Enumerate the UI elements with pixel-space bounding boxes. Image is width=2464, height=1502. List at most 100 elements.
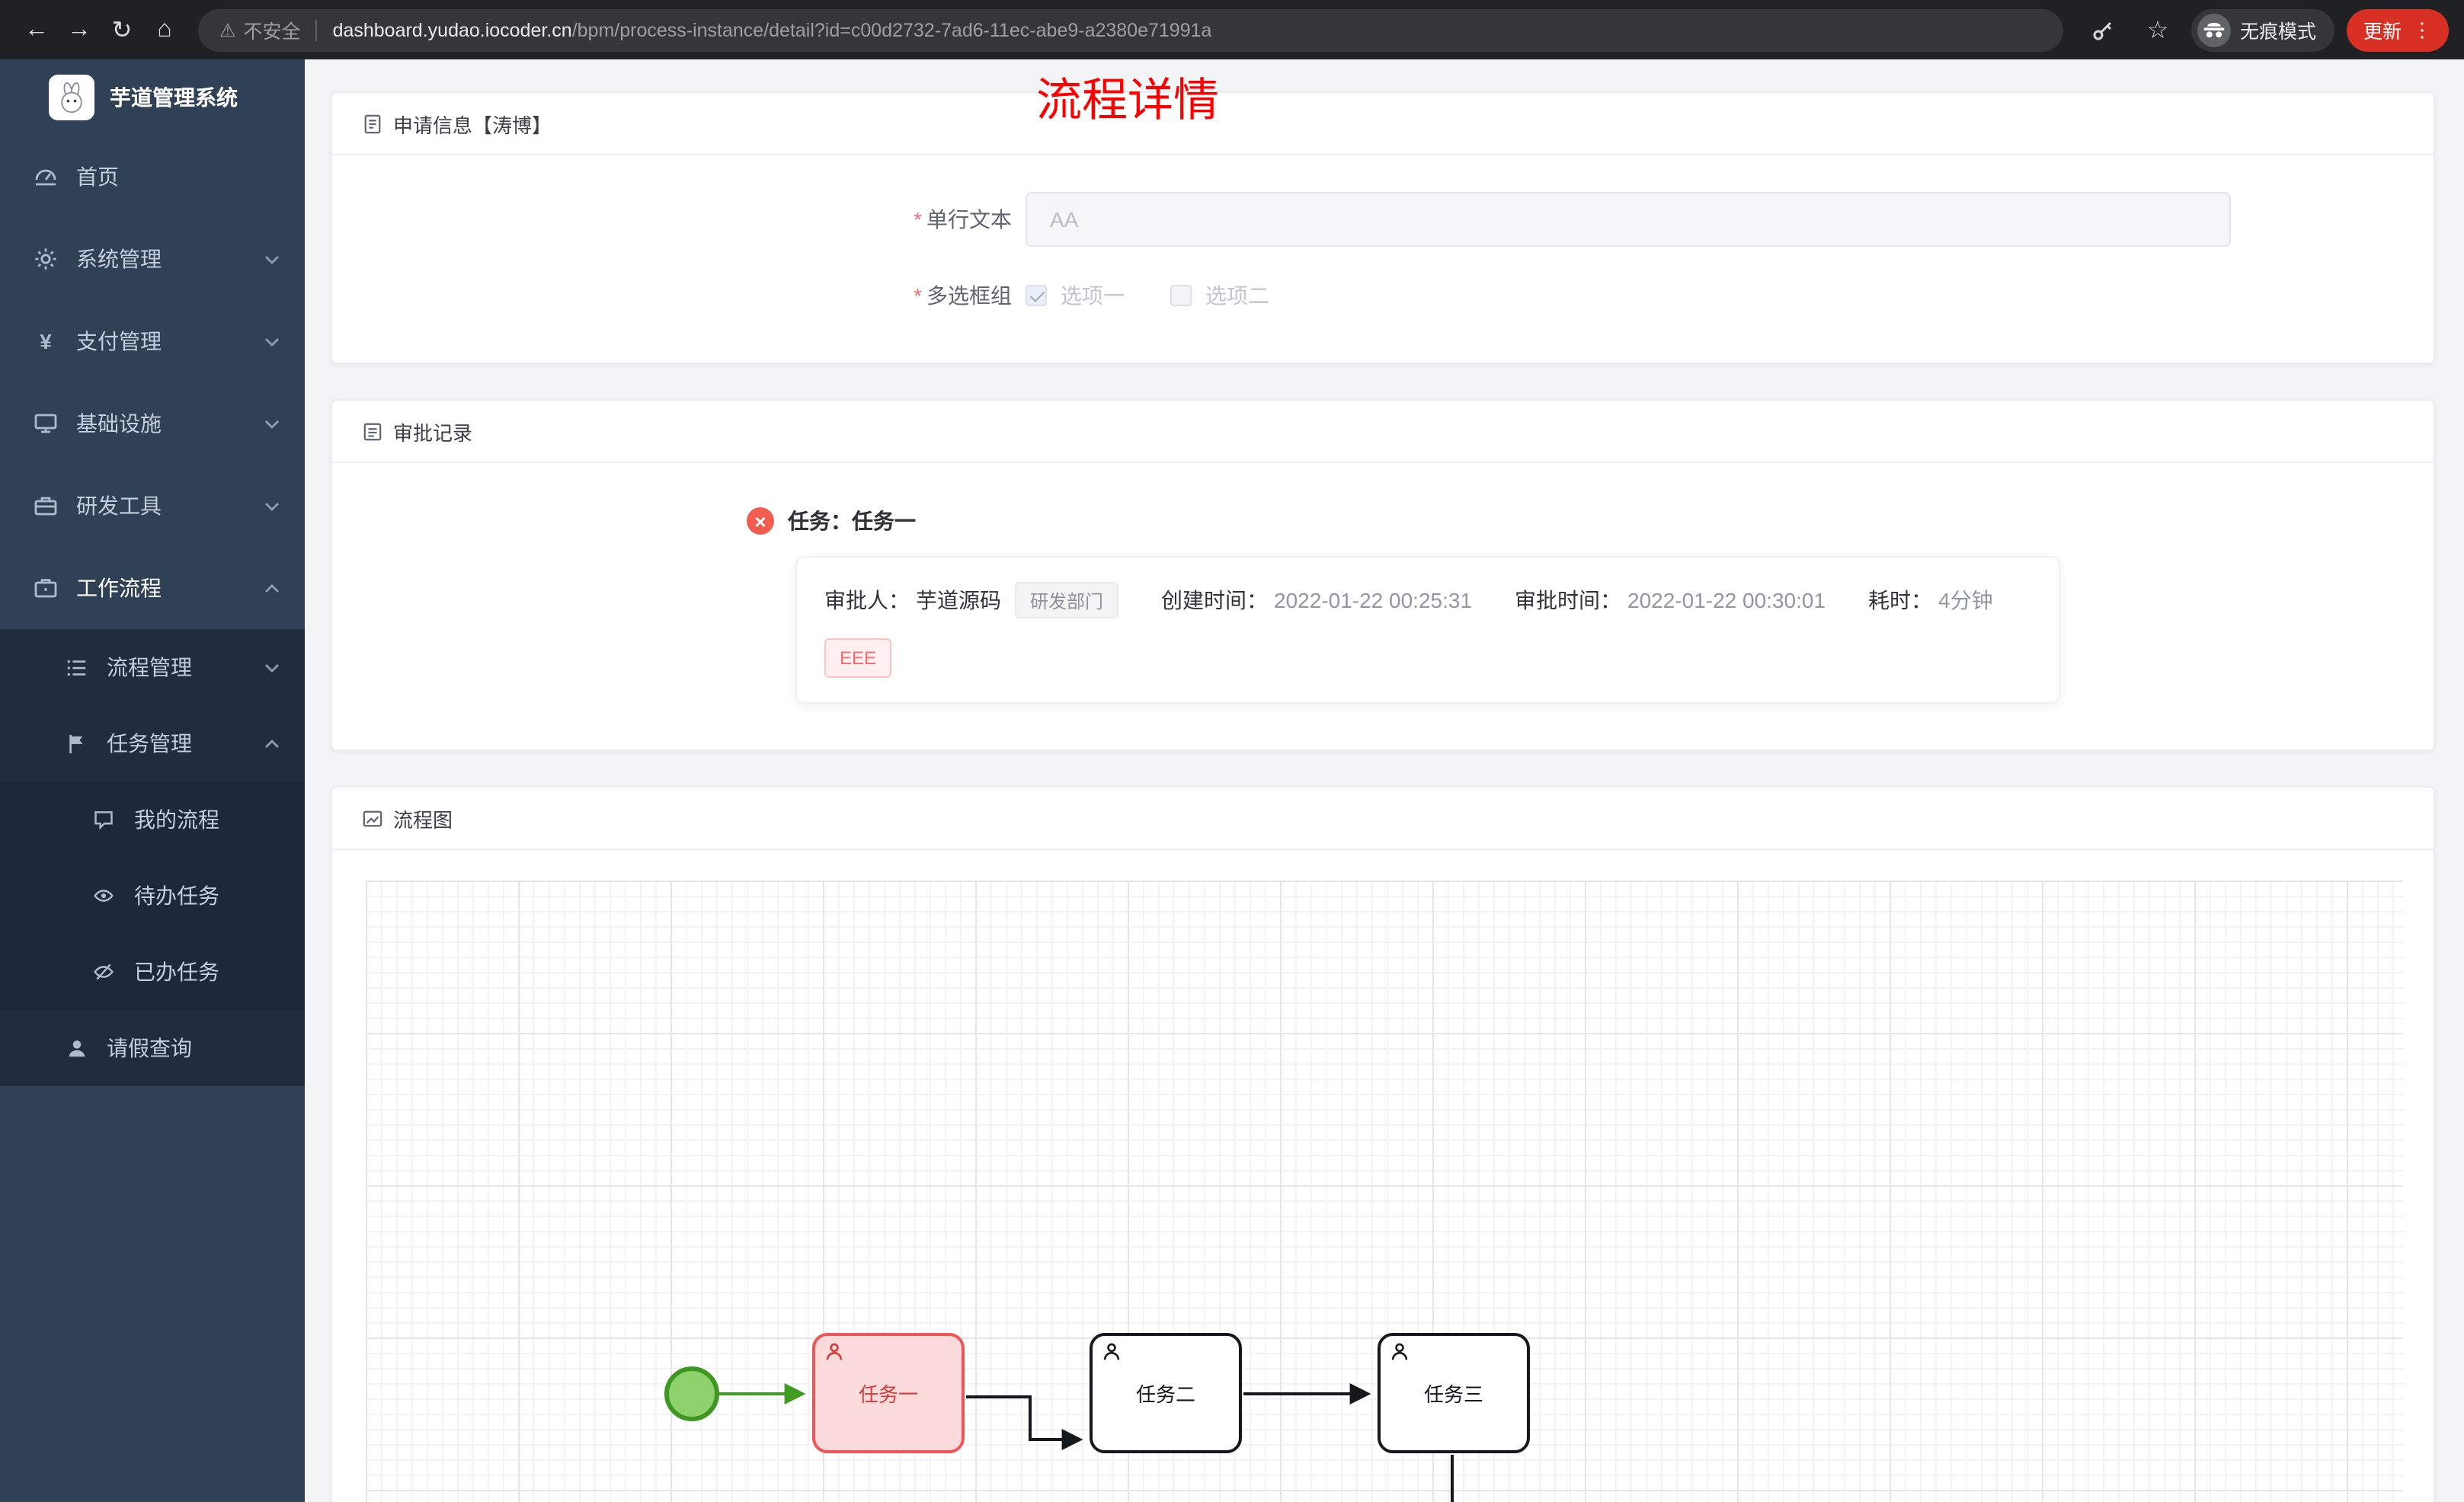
task-node-rejected[interactable]: 任务一 (812, 1333, 965, 1453)
sidebar-item-payment[interactable]: ¥ 支付管理 (0, 300, 305, 382)
duration-value: 4分钟 (1938, 588, 1993, 612)
diagram-icon (363, 808, 382, 828)
sidebar-item-label: 请假查询 (107, 1036, 192, 1060)
created-time: 2022-01-22 00:25:31 (1274, 588, 1473, 612)
incognito-chip[interactable]: 无痕模式 (2190, 8, 2334, 51)
field-label-text: 多选框组 (926, 283, 1012, 308)
timeline-task-head: × 任务：任务一 (747, 506, 2434, 536)
logo-image (49, 75, 94, 120)
start-event-node[interactable] (664, 1366, 719, 1421)
url-host: dashboard.yudao.iocoder.cn (332, 19, 572, 40)
task-node-2[interactable]: 任务二 (1090, 1333, 1242, 1453)
workflow-submenu: 流程管理 任务管理 我的流程 待办任务 已办 (0, 629, 305, 1086)
back-button[interactable]: ← (15, 8, 58, 51)
main-content: 流程详情 申请信息【涛博】 *单行文本 *多选框组 选项一 (305, 59, 2464, 1502)
address-bar[interactable]: ⚠ 不安全 dashboard.yudao.iocoder.cn/bpm/pro… (198, 8, 2063, 51)
comment-tag: EEE (824, 638, 892, 678)
monitor-icon (30, 411, 61, 436)
field-label-text: 单行文本 (926, 207, 1012, 232)
approval-timeline: × 任务：任务一 审批人： 芋道源码 研发部门 创建时间： 2022-01-22… (332, 463, 2434, 749)
bpmn-canvas[interactable]: 任务一 任务二 任务三 (366, 880, 2403, 1502)
home-button[interactable]: ⌂ (143, 8, 186, 51)
created-label: 创建时间： (1161, 588, 1269, 612)
chevron-up-icon (264, 583, 280, 593)
password-key-button[interactable] (2082, 8, 2124, 51)
briefcase-icon (30, 576, 61, 600)
reload-button[interactable]: ↻ (101, 8, 143, 51)
reload-icon: ↻ (111, 18, 133, 43)
sidebar-item-process-mgmt[interactable]: 流程管理 (0, 629, 305, 705)
sidebar-item-my-processes[interactable]: 我的流程 (0, 781, 305, 858)
checkbox-option-2[interactable]: 选项二 (1170, 280, 1269, 311)
incognito-icon (2197, 13, 2231, 46)
forward-button[interactable]: → (58, 8, 101, 51)
record-icon (363, 421, 382, 441)
chevron-down-icon (264, 500, 280, 511)
user-task-icon (1102, 1342, 1122, 1362)
created-group: 创建时间： 2022-01-22 00:25:31 (1161, 585, 1472, 615)
sidebar-item-system[interactable]: 系统管理 (0, 218, 305, 300)
update-label: 更新 (2363, 21, 2402, 43)
gear-icon (30, 247, 61, 271)
task-node-3[interactable]: 任务三 (1378, 1333, 1530, 1453)
single-line-text-input[interactable] (1026, 192, 2231, 247)
browser-toolbar: ← → ↻ ⌂ ⚠ 不安全 dashboard.yudao.iocoder.cn… (0, 0, 2464, 59)
user-task-icon (1390, 1342, 1410, 1362)
apply-card-header: 申请信息【涛博】 (332, 93, 2434, 155)
document-icon (363, 113, 382, 133)
task-node-label: 任务二 (1135, 1383, 1195, 1406)
dept-tag: 研发部门 (1015, 582, 1119, 618)
sidebar-item-leave-query[interactable]: 请假查询 (0, 1010, 305, 1086)
checkbox-label: 选项一 (1061, 283, 1125, 308)
sidebar-item-label: 任务管理 (107, 731, 192, 756)
sidebar-item-label: 系统管理 (76, 247, 162, 271)
sidebar-item-infra[interactable]: 基础设施 (0, 382, 305, 465)
approval-records-card: 审批记录 × 任务：任务一 审批人： 芋道源码 研发部门 创建时间 (331, 399, 2435, 751)
duration-label: 耗时： (1868, 588, 1933, 612)
sidebar-item-todo-tasks[interactable]: 待办任务 (0, 858, 305, 934)
checkbox-group: 选项一 选项二 (1026, 280, 1269, 311)
toolbox-icon (30, 494, 61, 518)
sidebar-item-label: 流程管理 (107, 655, 192, 679)
sidebar-item-devtools[interactable]: 研发工具 (0, 465, 305, 547)
sidebar-item-workflow[interactable]: 工作流程 (0, 547, 305, 629)
app-logo[interactable]: 芋道管理系统 (0, 59, 305, 136)
comment-row: EEE (824, 638, 2031, 678)
checkbox-field-label: *多选框组 (332, 280, 1026, 311)
sidebar-item-label: 待办任务 (134, 884, 219, 908)
back-icon: ← (24, 16, 49, 42)
bookmark-star-button[interactable]: ☆ (2136, 8, 2179, 51)
approved-time: 2022-01-22 00:30:01 (1627, 588, 1826, 612)
checkbox-field-row: *多选框组 选项一 选项二 (332, 280, 2434, 311)
update-menu-button[interactable]: 更新 ⋮ (2346, 8, 2449, 51)
checkbox-unchecked-icon (1170, 285, 1192, 306)
yen-icon: ¥ (40, 329, 52, 353)
user-task-icon (824, 1342, 844, 1362)
incognito-label: 无痕模式 (2239, 21, 2316, 43)
approval-card-title: 审批记录 (393, 421, 473, 444)
rabbit-logo-icon (61, 82, 82, 113)
flag-icon (61, 732, 91, 755)
sidebar-item-done-tasks[interactable]: 已办任务 (0, 934, 305, 1010)
menu-dots-icon: ⋮ (2412, 18, 2432, 41)
sidebar-item-home[interactable]: 首页 (0, 136, 305, 218)
sidebar-item-label: 已办任务 (134, 960, 219, 984)
diagram-body: 任务一 任务二 任务三 (332, 850, 2434, 1502)
required-mark: * (914, 207, 922, 232)
task-node-label: 任务三 (1423, 1383, 1483, 1406)
task-rejected-icon: × (747, 507, 774, 535)
checkbox-option-1[interactable]: 选项一 (1026, 280, 1125, 311)
checkbox-checked-icon (1026, 285, 1047, 306)
check-icon (1029, 286, 1045, 302)
apply-info-card: 申请信息【涛博】 *单行文本 *多选框组 选项一 (331, 91, 2435, 364)
url-path: /bpm/process-instance/detail?id=c00d2732… (571, 19, 1212, 40)
approver-name: 芋道源码 (916, 588, 1001, 612)
not-secure-icon: ⚠ (219, 19, 236, 40)
task-node-label: 任务一 (858, 1383, 918, 1406)
apply-form: *单行文本 *多选框组 选项一 选项二 (332, 155, 2434, 363)
chevron-down-icon (264, 662, 280, 673)
sidebar-item-task-mgmt[interactable]: 任务管理 (0, 705, 305, 781)
approver-label: 审批人： (824, 588, 910, 612)
sidebar-menu: 首页 系统管理 ¥ 支付管理 基础设施 研发工具 (0, 136, 305, 1086)
